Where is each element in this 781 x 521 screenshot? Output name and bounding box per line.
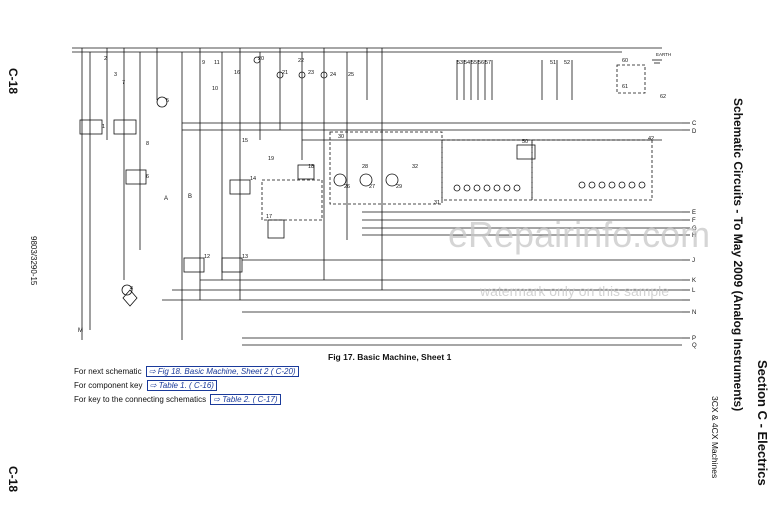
comp-label: 1 bbox=[102, 124, 105, 130]
comp-label: 16 bbox=[234, 70, 240, 76]
link-row-next: For next schematic ⇨ Fig 18. Basic Machi… bbox=[74, 366, 299, 377]
connector-letter: D bbox=[692, 129, 697, 135]
comp-label: 3 bbox=[114, 72, 117, 78]
comp-label: 20 bbox=[258, 56, 264, 62]
comp-label: 27 bbox=[369, 184, 375, 190]
comp-label: 32 bbox=[412, 164, 418, 170]
earth-label: EARTH bbox=[656, 52, 671, 57]
connector-letter: A bbox=[164, 196, 168, 202]
component-key-link[interactable]: ⇨ Table 1. ( C-16) bbox=[146, 380, 217, 391]
connector-letter: E bbox=[692, 210, 696, 216]
link-prefix: For next schematic bbox=[74, 367, 142, 376]
comp-label: 24 bbox=[330, 72, 336, 78]
machines-label: 3CX & 4CX Machines bbox=[710, 396, 720, 479]
connector-letter: H bbox=[692, 233, 696, 239]
schematic-subtitle: Schematic Circuits - To May 2009 (Analog… bbox=[731, 98, 745, 412]
comp-label: 2 bbox=[104, 56, 107, 62]
comp-label: 10 bbox=[212, 86, 218, 92]
comp-label: 31 bbox=[434, 200, 440, 206]
comp-label: 30 bbox=[338, 134, 344, 140]
comp-label: 19 bbox=[268, 156, 274, 162]
link-prefix: For component key bbox=[74, 381, 143, 390]
connector-letter: F bbox=[692, 218, 696, 224]
connector-letter: K bbox=[692, 278, 696, 284]
link-prefix: For key to the connecting schematics bbox=[74, 395, 207, 404]
doc-number: 9803/3290-15 bbox=[29, 236, 38, 286]
connector-letter: L bbox=[692, 288, 696, 294]
comp-label: 11 bbox=[214, 60, 220, 66]
page-number-top: C-18 bbox=[6, 68, 20, 95]
next-schematic-link[interactable]: ⇨ Fig 18. Basic Machine, Sheet 2 ( C-20) bbox=[145, 366, 299, 377]
comp-label: 61 bbox=[622, 84, 628, 90]
watermark-sub: watermark only on this sample bbox=[480, 283, 670, 299]
comp-label: 56 bbox=[478, 60, 484, 66]
connector-letter: P bbox=[692, 336, 696, 342]
comp-label: 6 bbox=[146, 174, 149, 180]
comp-label: 4 bbox=[130, 286, 133, 292]
comp-label: 25 bbox=[348, 72, 354, 78]
connector-letter: C bbox=[692, 121, 697, 127]
comp-label: 22 bbox=[298, 58, 304, 64]
comp-label: 18 bbox=[308, 164, 314, 170]
comp-label: 8 bbox=[146, 141, 149, 147]
comp-label: 7 bbox=[122, 80, 125, 86]
comp-label: 57 bbox=[485, 60, 491, 66]
comp-label: 53 bbox=[457, 60, 463, 66]
comp-label: 55 bbox=[471, 60, 477, 66]
wiring-schematic: 2 3 7 1 4 5 6 8 9 10 11 12 13 14 15 16 1… bbox=[72, 47, 697, 349]
comp-label: 42 bbox=[648, 136, 654, 142]
comp-label: 54 bbox=[464, 60, 470, 66]
comp-label: 13 bbox=[242, 254, 248, 260]
connector-letter: M bbox=[78, 328, 83, 334]
comp-label: 15 bbox=[242, 138, 248, 144]
link-row-key: For component key ⇨ Table 1. ( C-16) bbox=[74, 380, 217, 391]
page-number-bottom: C-18 bbox=[6, 466, 20, 493]
figure-caption: Fig 17. Basic Machine, Sheet 1 bbox=[328, 352, 452, 362]
comp-label: 29 bbox=[396, 184, 402, 190]
comp-label: 23 bbox=[308, 70, 314, 76]
comp-label: 62 bbox=[660, 94, 666, 100]
comp-label: 51 bbox=[550, 60, 556, 66]
comp-label: 17 bbox=[266, 214, 272, 220]
comp-label: 21 bbox=[282, 70, 288, 76]
connector-letter: Q bbox=[692, 343, 697, 349]
comp-label: 12 bbox=[204, 254, 210, 260]
connector-letter: J bbox=[692, 258, 695, 264]
connector-letter: B bbox=[188, 194, 192, 200]
comp-label: 9 bbox=[202, 60, 205, 66]
comp-label: 28 bbox=[362, 164, 368, 170]
link-row-connecting: For key to the connecting schematics ⇨ T… bbox=[74, 394, 281, 405]
connector-letter: N bbox=[692, 310, 696, 316]
connecting-key-link[interactable]: ⇨ Table 2. ( C-17) bbox=[210, 394, 281, 405]
comp-label: 5 bbox=[166, 98, 169, 104]
section-title: Section C - Electrics bbox=[755, 360, 770, 486]
comp-label: 26 bbox=[344, 184, 350, 190]
watermark-main: eRepairinfo.com bbox=[448, 214, 711, 255]
connector-letter: G bbox=[692, 226, 697, 232]
comp-label: 52 bbox=[564, 60, 570, 66]
comp-label: 60 bbox=[622, 58, 628, 64]
comp-label: 50 bbox=[522, 139, 528, 145]
comp-label: 14 bbox=[250, 176, 256, 182]
